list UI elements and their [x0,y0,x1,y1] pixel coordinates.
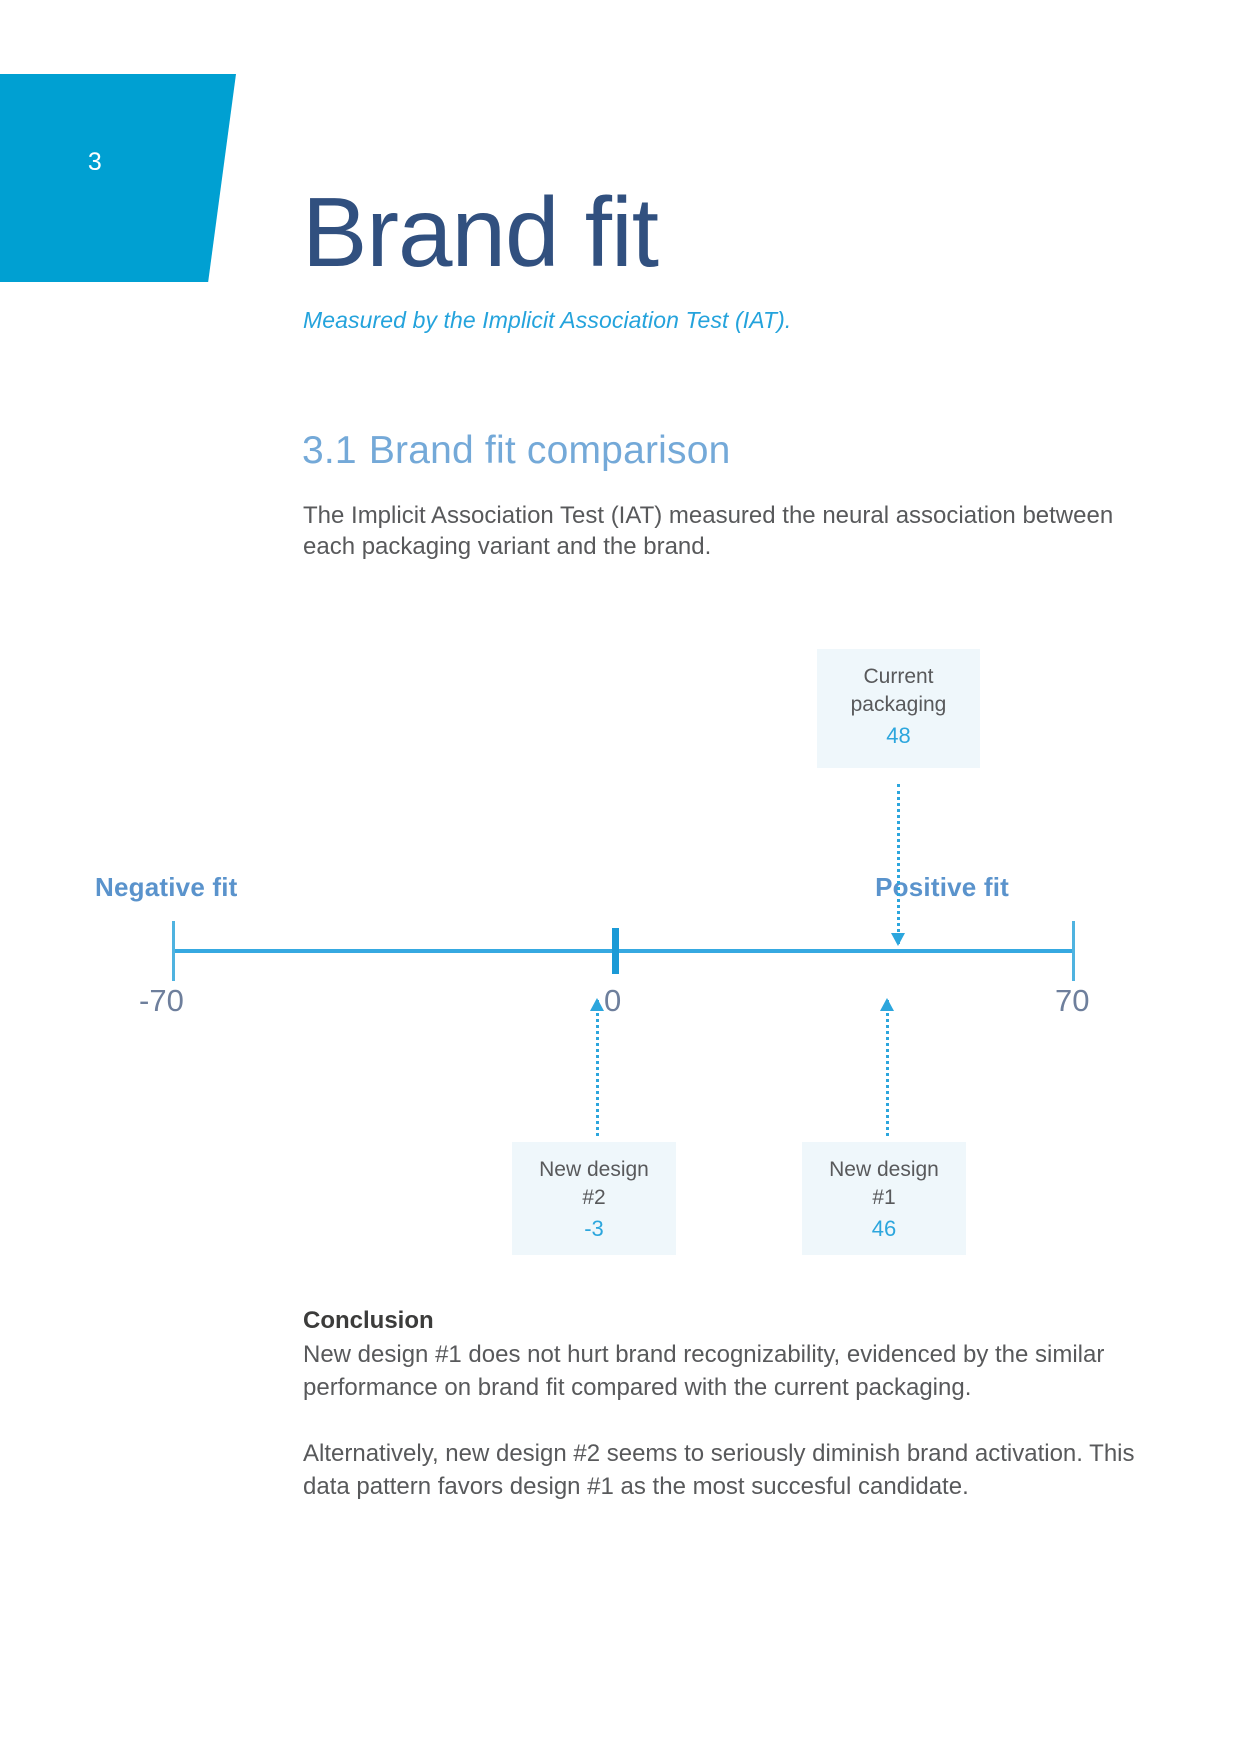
section-number: 3.1 [302,429,357,473]
section-title: Brand fit comparison [368,429,731,473]
callout-new-design-2: New design #2 -3 [512,1142,676,1255]
callout-value: -3 [584,1216,604,1241]
connector-stem [886,1000,889,1136]
connector-arrow-new-design-2 [589,998,605,1136]
connector-stem [596,1000,599,1136]
callout-label-line1: Current [863,665,934,688]
chapter-number: 3 [87,148,103,176]
callout-label-line1: New design [829,1158,939,1181]
conclusion-heading: Conclusion [303,1307,434,1334]
page-subtitle: Measured by the Implicit Association Tes… [303,307,792,333]
arrow-up-icon [880,998,894,1011]
axis-end-cap-right [1072,921,1075,981]
callout-label-line2: packaging [850,693,947,716]
axis-label-min: -70 [139,983,184,1018]
arrow-down-icon [891,933,905,946]
callout-value: 46 [871,1216,897,1241]
callout-current-packaging: Current packaging 48 [817,649,980,768]
connector-stem [897,784,900,944]
connector-arrow-current-packaging [890,784,906,946]
axis-label-max: 70 [1055,983,1090,1018]
conclusion-paragraph-1: New design #1 does not hurt brand recogn… [303,1341,1105,1401]
callout-value: 48 [886,723,911,748]
page-title: Brand fit [302,176,659,287]
conclusion-block: Conclusion New design #1 does not hurt b… [303,1305,1163,1503]
conclusion-paragraph-2: Alternatively, new design #2 seems to se… [303,1440,1135,1500]
pole-label-negative: Negative fit [95,872,238,902]
axis-label-zero: 0 [604,983,622,1018]
axis-tick-zero [612,928,619,974]
axis-end-cap-left [172,921,175,981]
chapter-badge-shape [0,74,236,282]
callout-label-line2: #1 [872,1186,896,1209]
callout-new-design-1: New design #1 46 [802,1142,966,1255]
connector-arrow-new-design-1 [879,998,895,1136]
intro-paragraph: The Implicit Association Test (IAT) meas… [303,502,1114,560]
axis-line [173,949,1073,953]
callout-label-line2: #2 [582,1186,606,1209]
arrow-up-icon [590,998,604,1011]
callout-label-line1: New design [539,1158,649,1181]
